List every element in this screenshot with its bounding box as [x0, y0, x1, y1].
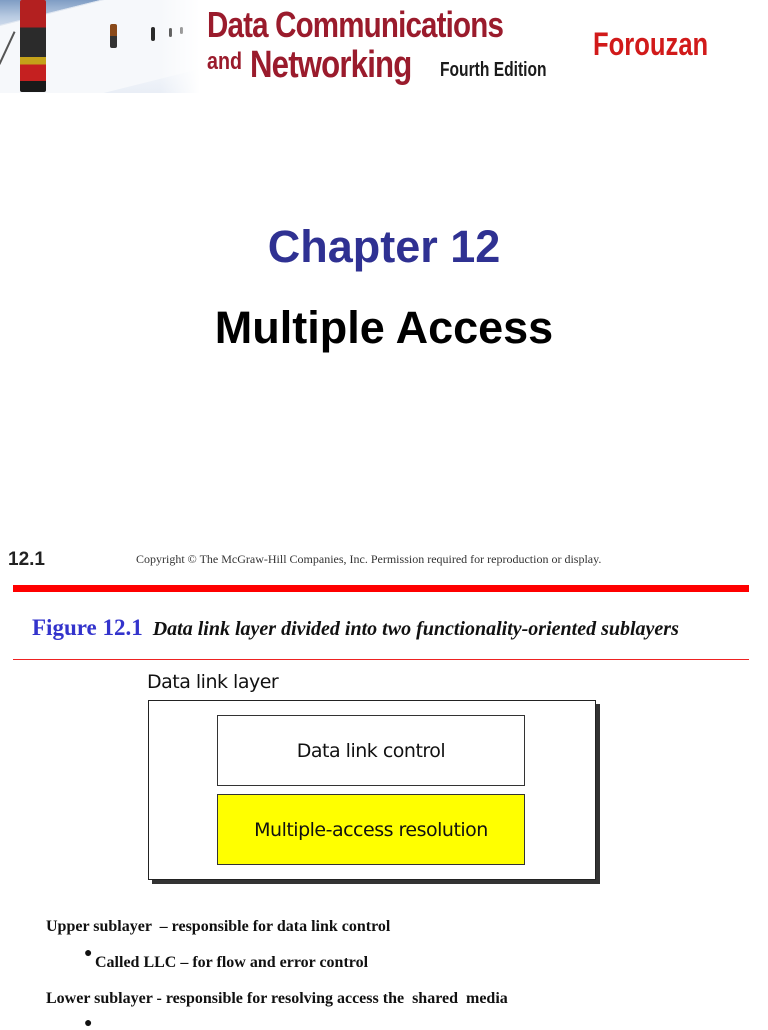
book-title-and: and — [207, 48, 242, 75]
book-title-line1: Data Communications — [207, 4, 504, 45]
chapter-topic: Multiple Access — [214, 302, 554, 353]
climber-foreground — [20, 0, 46, 92]
multiple-access-resolution-box: Multiple-access resolution — [217, 794, 525, 865]
slide-divider — [13, 585, 749, 592]
figure-caption: Figure 12.1 Data link layer divided into … — [32, 615, 679, 641]
climber — [110, 24, 117, 48]
data-link-control-label: Data link control — [296, 739, 446, 762]
book-banner: Data Communications and Networking Fourt… — [0, 0, 768, 94]
book-author: Forouzan — [593, 26, 709, 62]
figure-label: Figure 12.1 — [32, 615, 143, 640]
note-upper-sublayer: Upper sublayer – responsible for data li… — [46, 918, 391, 935]
book-edition: Fourth Edition — [440, 59, 547, 81]
book-title-line2: Networking — [250, 44, 412, 86]
figure-description: Data link layer divided into two functio… — [152, 618, 679, 640]
multiple-access-resolution-label: Multiple-access resolution — [254, 818, 488, 841]
caption-rule — [13, 659, 749, 660]
chapter-title: Chapter 12 — [267, 221, 501, 272]
slide-number: 12.1 — [8, 549, 45, 570]
bullet-icon: ● — [84, 944, 93, 960]
data-link-layer-label: Data link layer — [147, 671, 279, 693]
bullet-icon: ● — [84, 1014, 93, 1030]
climber — [151, 27, 155, 41]
mountaineers-photo — [0, 0, 200, 93]
note-llc: Called LLC – for flow and error control — [95, 954, 369, 971]
data-link-control-box: Data link control — [217, 715, 525, 786]
note-lower-sublayer: Lower sublayer - responsible for resolvi… — [46, 990, 508, 1007]
copyright-notice: Copyright © The McGraw-Hill Companies, I… — [136, 552, 602, 566]
